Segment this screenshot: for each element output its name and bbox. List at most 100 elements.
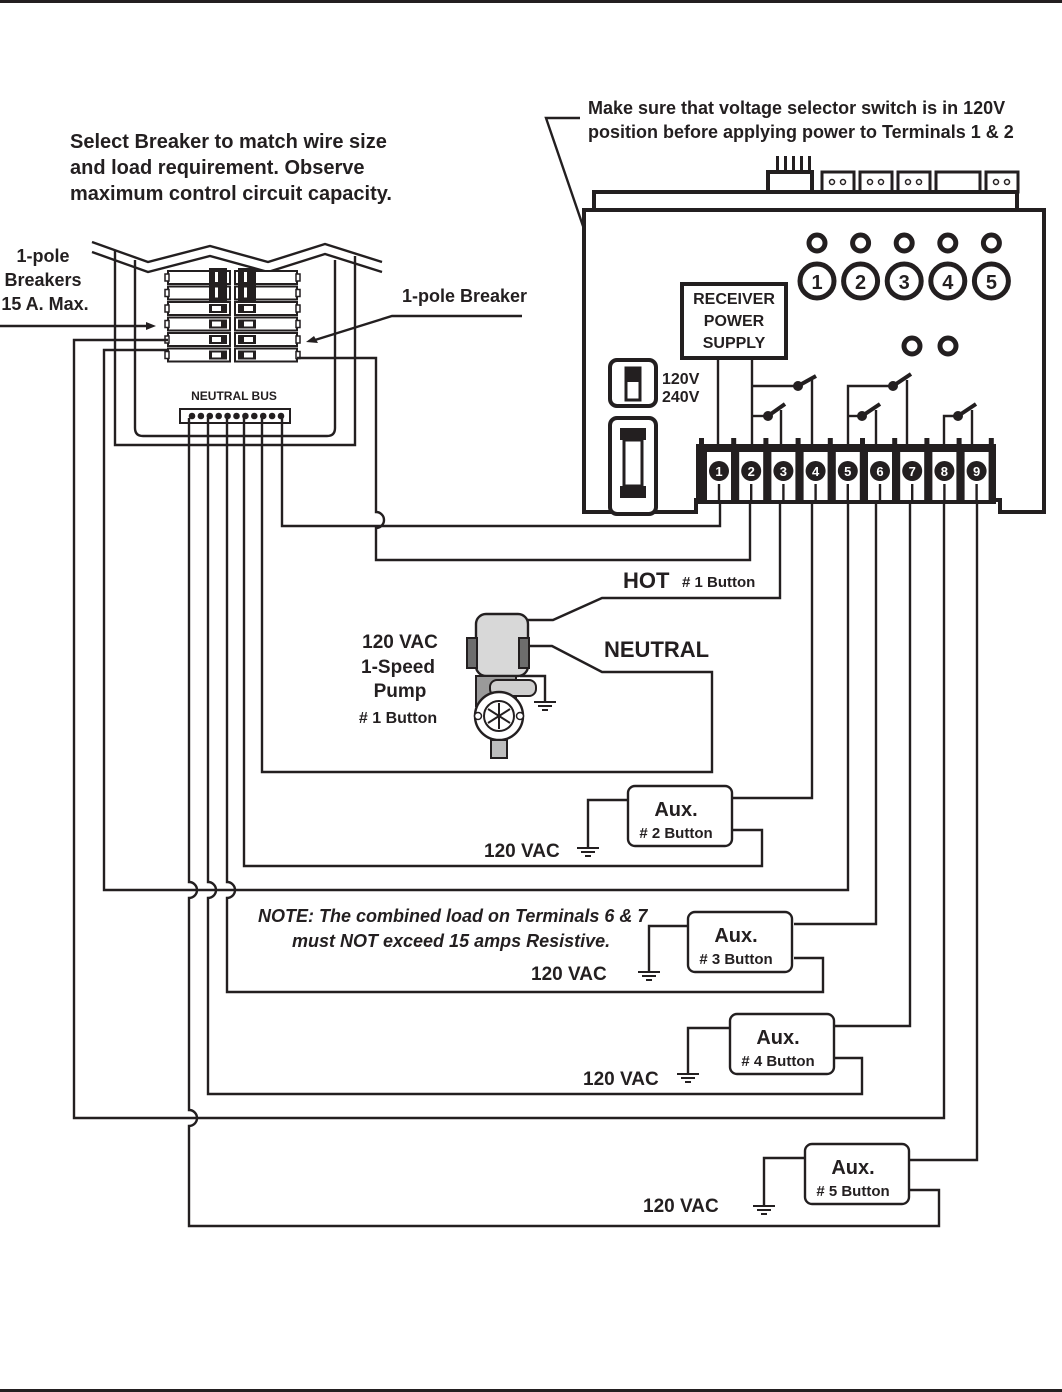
terminal-4[interactable]: 4 xyxy=(803,452,828,500)
neutral-label: NEUTRAL xyxy=(604,637,709,662)
terminal-8[interactable]: 8 xyxy=(932,452,957,500)
top-rule xyxy=(0,0,1062,3)
aux-title: Aux. xyxy=(831,1157,874,1179)
bus-terminal-screw xyxy=(251,412,258,420)
relay-contacts xyxy=(763,372,978,450)
aux-button-label: # 2 Button xyxy=(639,825,712,842)
pump-label-line-1: 120 VAC xyxy=(362,632,438,653)
aux-button-label: # 5 Button xyxy=(816,1183,889,1200)
terminal-number: 8 xyxy=(941,464,948,479)
receiver-power-supply xyxy=(680,282,788,360)
terminal-number: 1 xyxy=(715,464,722,479)
relay-contact-icon xyxy=(857,402,882,450)
aux-title: Aux. xyxy=(714,925,757,947)
ground-icon xyxy=(577,847,599,857)
breaker-instruction-line-1: Select Breaker to match wire size xyxy=(70,131,387,153)
power-supply-line-1: RECEIVER xyxy=(693,291,775,308)
pump-button-label: # 1 Button xyxy=(359,710,437,727)
breakers-label-line-3: 15 A. Max. xyxy=(1,294,88,314)
relay-contact-icon xyxy=(793,374,817,450)
terminal-number: 3 xyxy=(780,464,787,479)
terminal-1[interactable]: 1 xyxy=(707,452,731,500)
connector-block xyxy=(984,170,1020,194)
load-note-line-1: NOTE: The combined load on Terminals 6 &… xyxy=(258,906,648,926)
aux-voltage-label: 120 VAC xyxy=(643,1196,719,1217)
bus-terminal-screw xyxy=(188,412,196,420)
wire-terminal-5 xyxy=(102,348,850,892)
bus-terminal-screw xyxy=(259,412,267,420)
breakers-label-line-1: 1-pole xyxy=(16,246,69,266)
connector-block xyxy=(820,170,856,194)
indicator-led xyxy=(937,335,959,357)
bus-terminal-screw xyxy=(197,412,205,420)
bus-terminal-screw xyxy=(277,412,285,420)
wire-neutral-pump xyxy=(260,418,714,774)
channel-button-number: 3 xyxy=(899,272,910,294)
connector-block xyxy=(858,170,894,194)
aux-load-2: Aux. # 2 Button 120 VAC xyxy=(484,784,734,862)
terminal-number: 9 xyxy=(973,464,980,479)
wire-hot-pump xyxy=(528,500,782,622)
ground-icon xyxy=(753,1205,775,1215)
arrowhead-icon xyxy=(146,322,156,330)
terminal-5[interactable]: 5 xyxy=(835,452,860,500)
terminal-number: 2 xyxy=(748,464,755,479)
channel-button-3[interactable]: 3 xyxy=(884,232,924,301)
relay-contact-icon xyxy=(763,402,787,450)
indicator-led xyxy=(893,232,915,254)
aux-voltage-label: 120 VAC xyxy=(484,841,560,862)
breaker-rows xyxy=(164,268,301,363)
terminal-6[interactable]: 6 xyxy=(868,452,892,500)
wire-aux5-neutral xyxy=(187,418,941,1228)
channel-button-2[interactable]: 2 xyxy=(841,232,881,301)
terminal-2[interactable]: 2 xyxy=(739,452,764,500)
bus-terminal-screw xyxy=(224,412,231,420)
breaker-instruction-line-2: and load requirement. Observe xyxy=(70,157,365,179)
wire-aux4-neutral xyxy=(206,418,864,1096)
voltage-option-120: 120V xyxy=(662,371,700,388)
top-pins xyxy=(776,156,811,172)
indicator-led xyxy=(937,232,959,254)
voltage-option-240: 240V xyxy=(662,389,700,406)
wire-line-1 xyxy=(297,356,752,562)
receiver-lid xyxy=(592,190,1019,212)
aux-title: Aux. xyxy=(654,799,697,821)
neutral-bus-terminals xyxy=(188,412,285,420)
channel-button-5[interactable]: 5 xyxy=(971,232,1011,301)
relay-contact-icon xyxy=(888,372,913,450)
relay-contact-icon xyxy=(953,402,978,450)
breaker-instruction: Select Breaker to match wire size and lo… xyxy=(70,131,392,205)
connector-block xyxy=(934,170,982,194)
hot-label: HOT xyxy=(623,568,670,593)
wire-terminal-1 xyxy=(280,418,722,528)
channel-button-number: 1 xyxy=(811,272,822,294)
load-note-line-2: must NOT exceed 15 amps Resistive. xyxy=(292,931,610,951)
channel-button-1[interactable]: 1 xyxy=(797,232,837,301)
wire-aux3-neutral xyxy=(225,418,825,994)
neutral-bus-label: NEUTRAL BUS xyxy=(191,389,277,403)
breakers-label-line-2: Breakers xyxy=(4,270,81,290)
pump-label-line-2: 1-Speed xyxy=(361,657,435,678)
aux-voltage-label: 120 VAC xyxy=(583,1069,659,1090)
voltage-instruction-line-1: Make sure that voltage selector switch i… xyxy=(588,98,1005,118)
breaker-panel: NEUTRAL BUS xyxy=(91,240,383,447)
pump-label: 120 VAC 1-Speed Pump # 1 Button xyxy=(359,632,438,727)
breaker-row xyxy=(164,332,301,347)
voltage-instruction-line-2: position before applying power to Termin… xyxy=(588,122,1014,142)
terminal-3[interactable]: 3 xyxy=(771,452,796,500)
breaker-row xyxy=(164,301,301,316)
channel-button-4[interactable]: 4 xyxy=(928,232,968,301)
bus-terminal-screw xyxy=(268,412,276,420)
single-breaker-label-text: 1-pole Breaker xyxy=(402,286,527,306)
terminal-7[interactable]: 7 xyxy=(900,452,925,500)
aux-title: Aux. xyxy=(756,1027,799,1049)
bottom-rule xyxy=(0,1389,1062,1392)
wire-terminal-4 xyxy=(732,500,814,800)
terminal-9[interactable]: 9 xyxy=(964,452,989,500)
ground-icon xyxy=(534,701,556,711)
breaker-row xyxy=(164,283,301,303)
breaker-instruction-line-3: maximum control circuit capacity. xyxy=(70,183,392,205)
aux-box xyxy=(728,1012,836,1076)
aux-button-label: # 4 Button xyxy=(741,1053,814,1070)
